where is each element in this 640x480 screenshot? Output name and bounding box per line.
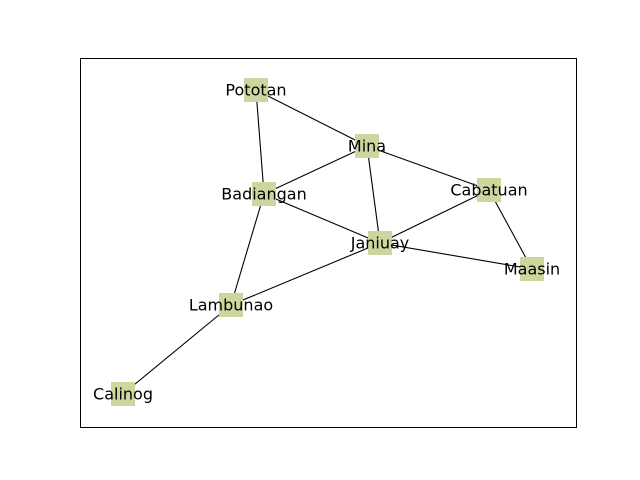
node-label-janiuay: Janiuay [350,234,410,253]
node-maasin [520,257,544,281]
edge-badiangan-janiuay [263,193,381,244]
edge-badiangan-lambunao [230,193,265,306]
node-calinog [111,382,135,406]
node-label-pototan: Pototan [225,81,286,100]
node-mina [355,134,379,158]
edge-lambunao-calinog [122,304,232,395]
node-label-lambunao: Lambunao [189,296,273,315]
edge-layer [122,89,533,395]
node-lambunao [219,293,243,317]
node-label-badiangan: Badiangan [221,185,306,204]
edge-pototan-badiangan [255,89,265,195]
plot-frame [80,58,577,428]
edge-janiuay-maasin [379,242,533,270]
node-janiuay [368,231,392,255]
node-cabatuan [477,178,501,202]
node-label-calinog: Calinog [93,385,153,404]
edge-pototan-mina [255,89,368,147]
node-label-cabatuan: Cabatuan [450,181,527,200]
node-label-mina: Mina [348,137,386,156]
edge-cabatuan-maasin [488,189,533,270]
edge-mina-janiuay [366,145,381,244]
edge-cabatuan-janiuay [379,189,490,244]
node-badiangan [252,182,276,206]
edge-mina-cabatuan [366,145,490,191]
node-pototan [244,78,268,102]
node-layer [111,78,544,406]
edge-janiuay-lambunao [230,242,381,306]
node-label-maasin: Maasin [504,260,560,279]
edge-mina-badiangan [263,145,368,195]
